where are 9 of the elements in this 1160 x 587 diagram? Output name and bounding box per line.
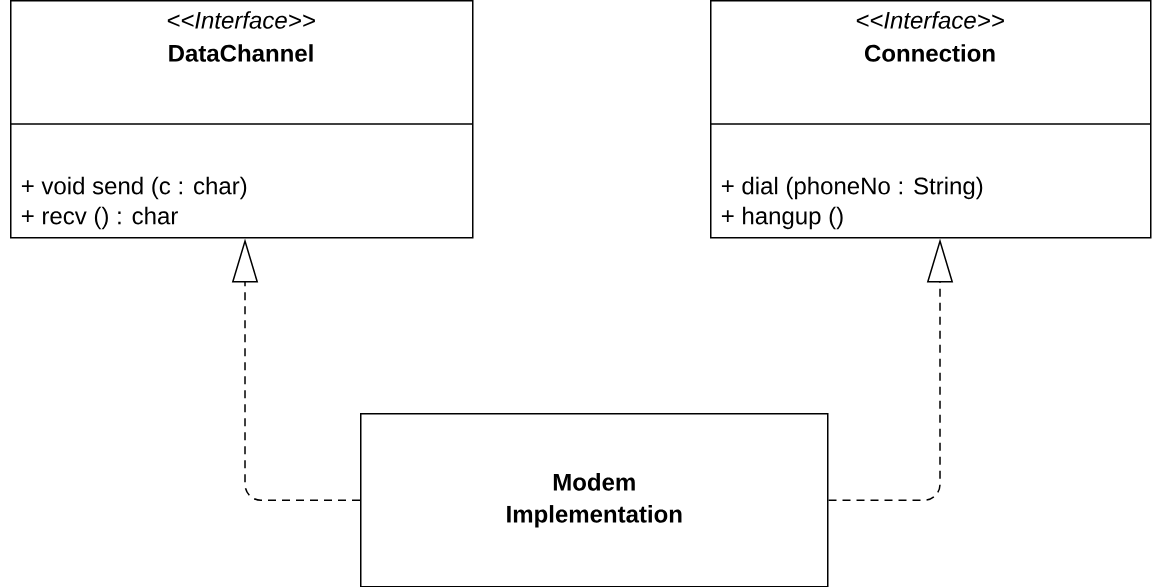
- stereotype-label: <<Interface>>: [856, 11, 1004, 29]
- method-label: + recv () : char: [21, 206, 178, 230]
- interface-name: Connection: [865, 44, 995, 62]
- class-box: Modem Implementation: [360, 413, 829, 587]
- stereotype-label: <<Interface>>: [167, 11, 315, 29]
- method-label: + hangup (): [721, 206, 843, 230]
- interface-name: DataChannel: [169, 44, 313, 62]
- method-label: + void send (c : char): [21, 176, 247, 200]
- method-label: + dial (phoneNo : String): [721, 176, 983, 200]
